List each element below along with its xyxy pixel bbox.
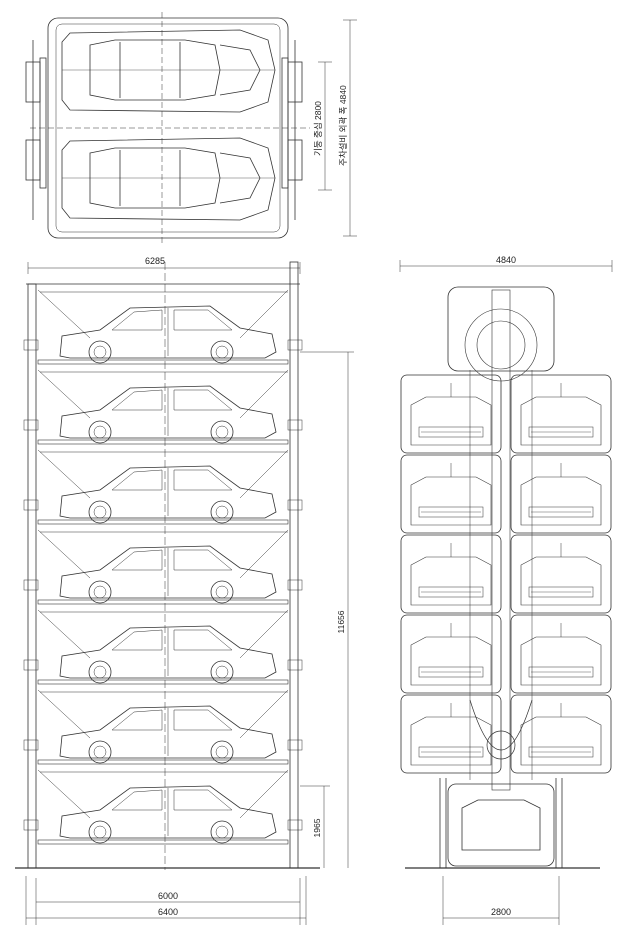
front-car-level	[23, 609, 303, 685]
side-top-dim: 4840	[496, 255, 516, 265]
top-view-columns-left	[25, 40, 47, 220]
side-car-cage	[400, 694, 502, 774]
front-car-level	[23, 689, 303, 765]
side-car-cage	[400, 534, 502, 614]
top-view-dimensions	[318, 19, 357, 237]
side-car-cage	[510, 694, 612, 774]
side-car-cage	[400, 374, 502, 454]
side-car-cage	[510, 454, 612, 534]
side-car-cage	[400, 614, 502, 694]
top-view	[25, 12, 357, 245]
side-center-chain	[491, 289, 511, 791]
front-top-dim: 6285	[145, 256, 165, 266]
front-car-levels	[23, 289, 303, 845]
top-view-outer-dim-label: 주차설비 외곽 폭 4840	[338, 85, 348, 166]
front-outer-width-dim: 6400	[158, 907, 178, 917]
front-right-column	[289, 261, 299, 869]
front-car-level	[23, 449, 303, 525]
top-view-inner-dim-label: 기둥 중심 2800	[313, 101, 323, 156]
front-view-dimensions	[25, 262, 354, 925]
front-height-dim: 11656	[336, 610, 346, 633]
side-car-cage	[510, 374, 612, 454]
front-car-level	[23, 529, 303, 605]
side-car-cage	[400, 454, 502, 534]
side-view-dimensions	[399, 260, 613, 925]
front-view	[15, 261, 354, 925]
side-top-cage	[447, 286, 555, 372]
top-view-car-upper	[61, 29, 276, 113]
front-bottom-gap-dim: 1965	[312, 818, 322, 837]
side-car-cages	[400, 374, 612, 774]
side-car-cage	[510, 614, 612, 694]
front-car-level	[23, 769, 303, 845]
top-view-columns-right	[281, 40, 303, 220]
side-bottom-cage	[447, 783, 555, 867]
front-left-column	[27, 283, 37, 869]
front-car-level	[23, 369, 303, 445]
top-view-car-lower	[61, 137, 276, 221]
side-view	[399, 260, 613, 925]
front-car-level	[23, 289, 303, 365]
side-car-cage	[510, 534, 612, 614]
side-bottom-dim: 2800	[491, 907, 511, 917]
front-inner-width-dim: 6000	[158, 891, 178, 901]
